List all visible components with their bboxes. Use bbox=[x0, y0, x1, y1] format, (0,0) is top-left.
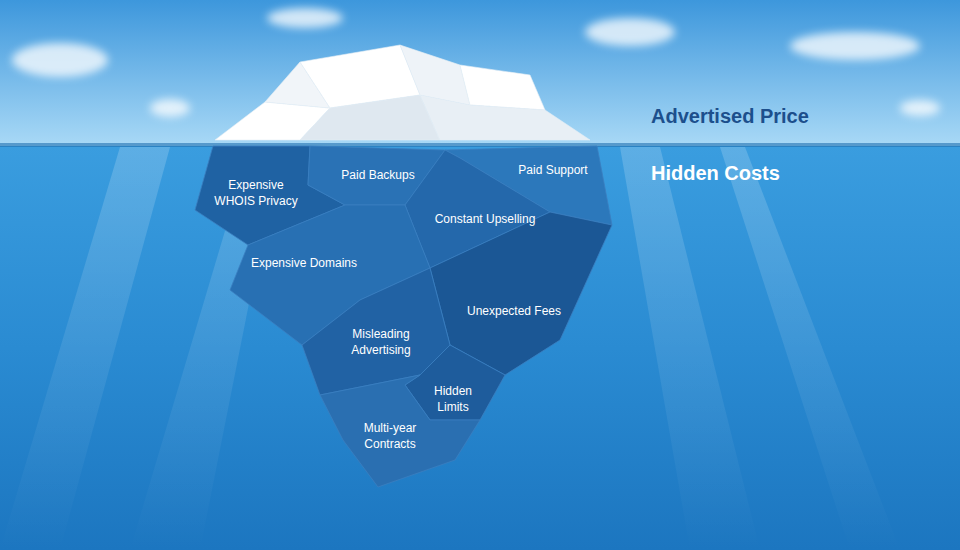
heading-label: Advertised Price bbox=[651, 104, 809, 128]
facet-label: Constant Upselling bbox=[420, 211, 550, 227]
heading-label: Hidden Costs bbox=[651, 161, 780, 185]
facet-label: Unexpected Fees bbox=[454, 303, 574, 319]
facet-label: Expensive Domains bbox=[239, 255, 369, 271]
facet-label: Hidden Limits bbox=[423, 383, 483, 415]
facet-label: Expensive WHOIS Privacy bbox=[210, 177, 302, 209]
facet-label: Multi-year Contracts bbox=[353, 420, 427, 452]
facet-label: Paid Support bbox=[503, 162, 603, 178]
facet-label: Misleading Advertising bbox=[340, 326, 422, 358]
facet-label: Paid Backups bbox=[328, 167, 428, 183]
